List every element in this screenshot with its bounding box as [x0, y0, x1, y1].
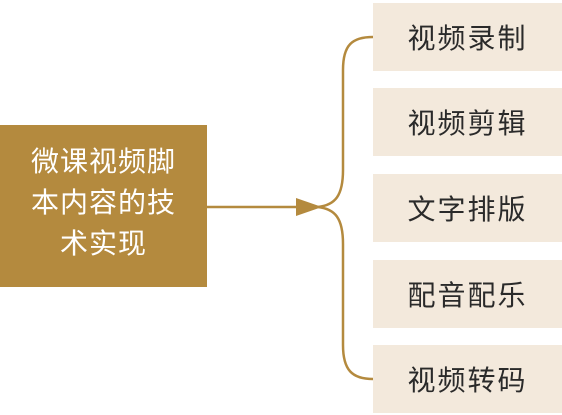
- child-node-label: 视频转码: [407, 364, 528, 397]
- child-node-label: 配音配乐: [407, 279, 528, 312]
- child-node-video-transcoding: 视频转码: [373, 345, 562, 413]
- child-node-label: 视频剪辑: [407, 107, 528, 140]
- root-node-label: 微课视频脚本内容的技术实现: [30, 145, 176, 260]
- child-node-label: 文字排版: [407, 193, 528, 226]
- child-node-label: 视频录制: [407, 22, 528, 55]
- arrow-head: [296, 198, 322, 216]
- child-node-dubbing-music: 配音配乐: [373, 260, 562, 328]
- curly-brace: [317, 35, 374, 381]
- root-node: 微课视频脚本内容的技术实现: [0, 125, 207, 287]
- child-node-video-recording: 视频录制: [373, 3, 562, 71]
- child-node-video-editing: 视频剪辑: [373, 88, 562, 156]
- child-node-text-layout: 文字排版: [373, 174, 562, 242]
